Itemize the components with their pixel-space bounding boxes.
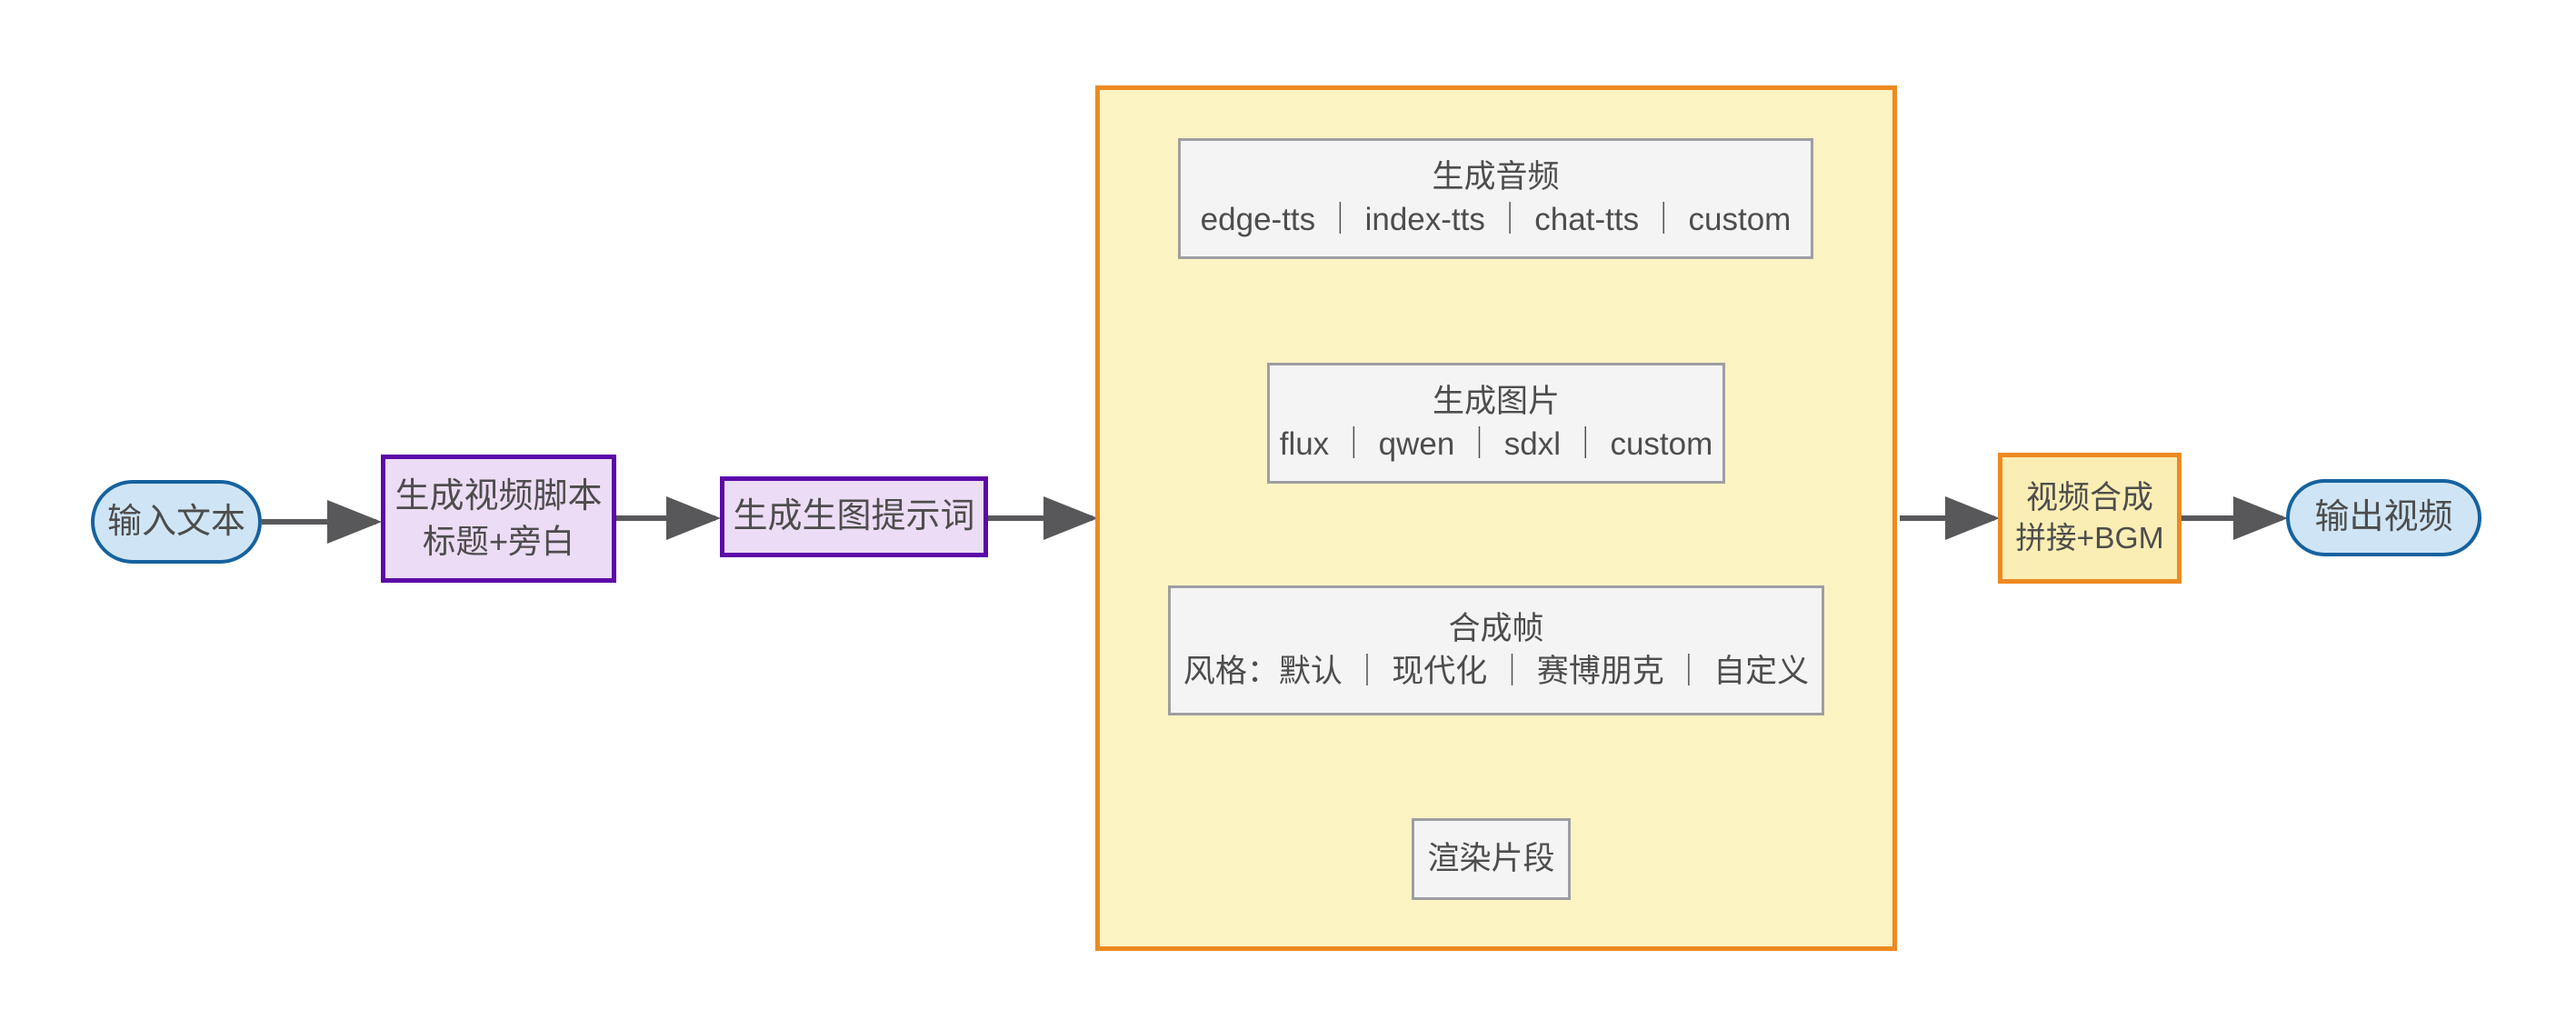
- node-generate-script-line1: 生成视频脚本: [394, 477, 603, 516]
- node-input-text[interactable]: 输入文本: [91, 480, 262, 564]
- node-input-text-label: 输入文本: [106, 502, 245, 541]
- node-video-compose[interactable]: 视频合成 拼接+BGM: [1998, 453, 2182, 584]
- node-generate-image-title: 生成图片: [1432, 384, 1560, 420]
- node-generate-script[interactable]: 生成视频脚本 标题+旁白: [381, 455, 616, 583]
- node-generate-image[interactable]: 生成图片 flux ｜ qwen ｜ sdxl ｜ custom: [1267, 363, 1725, 484]
- node-generate-prompt-label: 生成生图提示词: [733, 497, 975, 536]
- node-compose-frame-title: 合成帧: [1448, 611, 1544, 647]
- node-compose-frame-styles: 风格：默认 ｜ 现代化 ｜ 赛博朋克 ｜ 自定义: [1183, 653, 1810, 689]
- node-generate-audio-title: 生成音频: [1432, 159, 1560, 195]
- node-generate-image-options: flux ｜ qwen ｜ sdxl ｜ custom: [1279, 425, 1713, 462]
- node-output-video[interactable]: 输出视频: [2286, 479, 2481, 556]
- node-render-clip[interactable]: 渲染片段: [1412, 818, 1571, 900]
- node-video-compose-line1: 视频合成: [2025, 479, 2153, 515]
- node-generate-script-line2: 标题+旁白: [422, 522, 575, 560]
- node-generate-audio-options: edge-tts ｜ index-tts ｜ chat-tts ｜ custom: [1200, 201, 1792, 237]
- node-compose-frame[interactable]: 合成帧 风格：默认 ｜ 现代化 ｜ 赛博朋克 ｜ 自定义: [1168, 585, 1824, 715]
- node-render-clip-label: 渲染片段: [1427, 840, 1555, 876]
- node-generate-prompt[interactable]: 生成生图提示词: [720, 476, 988, 557]
- node-generate-audio[interactable]: 生成音频 edge-tts ｜ index-tts ｜ chat-tts ｜ c…: [1178, 138, 1813, 259]
- node-output-video-label: 输出视频: [2314, 498, 2453, 537]
- node-video-compose-line2: 拼接+BGM: [2015, 521, 2164, 555]
